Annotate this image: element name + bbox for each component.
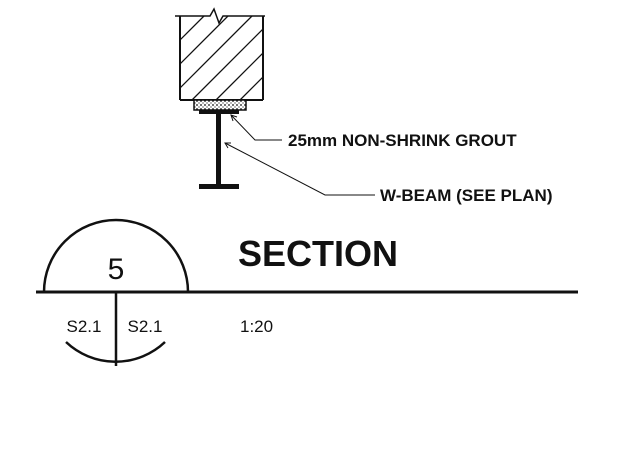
beam-leader-arrow — [224, 142, 231, 149]
beam-bottom-flange — [199, 184, 239, 189]
sheet-ref-left: S2.1 — [67, 317, 102, 336]
beam-label: W-BEAM (SEE PLAN) — [380, 186, 552, 205]
grout-leader-line — [230, 114, 282, 141]
grout-leader-arrow — [230, 114, 238, 122]
beam-top-flange — [199, 110, 239, 114]
section-marker-upper-arc — [42, 218, 190, 293]
column-break-line — [175, 7, 265, 25]
section-marker: 5 S2.1 S2.1 — [42, 218, 190, 366]
beam-leader-line — [224, 142, 375, 196]
grout-label: 25mm NON-SHRINK GROUT — [288, 131, 517, 150]
grout-pad — [193, 99, 247, 111]
concrete-column — [175, 7, 265, 101]
column-hatch — [180, 16, 263, 100]
drawing-scale: 1:20 — [240, 317, 273, 336]
sheet-ref-right: S2.1 — [128, 317, 163, 336]
section-number: 5 — [108, 253, 125, 286]
beam-web — [216, 114, 221, 184]
w-beam — [199, 110, 239, 189]
section-title: SECTION — [238, 233, 398, 274]
